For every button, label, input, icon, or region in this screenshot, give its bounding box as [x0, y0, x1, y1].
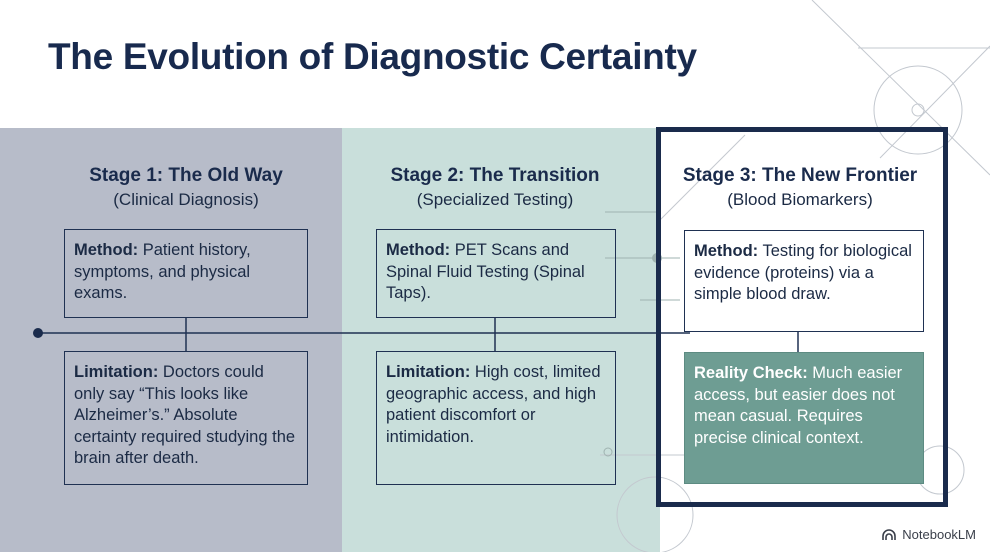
- stage-1-method-box: Method: Patient history, symptoms, and p…: [64, 229, 308, 318]
- stage-3-method-box: Method: Testing for biological evidence …: [684, 230, 924, 332]
- stage-3-highlight-frame: [656, 127, 948, 507]
- stage-1-subtitle: (Clinical Diagnosis): [113, 190, 259, 209]
- limitation-label: Limitation:: [386, 363, 471, 381]
- reality-check-label: Reality Check:: [694, 364, 808, 382]
- page-title: The Evolution of Diagnostic Certainty: [48, 36, 697, 77]
- stage-2-subtitle: (Specialized Testing): [416, 190, 574, 209]
- stage-3-heading: Stage 3: The New Frontier (Blood Biomark…: [660, 165, 940, 210]
- stage-1-limitation-box: Limitation: Doctors could only say “This…: [64, 351, 308, 485]
- stage-2-limitation-box: Limitation: High cost, limited geographi…: [376, 351, 616, 485]
- notebooklm-brand: NotebookLM: [881, 527, 976, 542]
- limitation-text: High cost, limited geographic access, an…: [386, 363, 601, 446]
- method-text: Patient history, symptoms, and physical …: [74, 241, 251, 302]
- method-label: Method:: [386, 241, 451, 259]
- stage-2-title: Stage 2: The Transition: [390, 165, 600, 186]
- method-label: Method:: [694, 242, 759, 260]
- stage-1-heading: Stage 1: The Old Way (Clinical Diagnosis…: [36, 165, 336, 210]
- stage-2-panel: [342, 128, 660, 552]
- stage-3-subtitle: (Blood Biomarkers): [727, 190, 873, 209]
- stage-2-heading: Stage 2: The Transition (Specialized Tes…: [345, 165, 645, 210]
- stage-3-reality-check-box: Reality Check: Much easier access, but e…: [684, 352, 924, 484]
- stage-1-panel: [0, 128, 342, 552]
- reality-check-text: Much easier access, but easier does not …: [694, 364, 903, 447]
- method-label: Method:: [74, 241, 139, 259]
- brand-label: NotebookLM: [902, 527, 976, 542]
- method-text: Testing for biological evidence (protein…: [694, 242, 912, 303]
- stage-3-title: Stage 3: The New Frontier: [682, 165, 918, 186]
- limitation-text: Doctors could only say “This looks like …: [74, 363, 296, 467]
- limitation-label: Limitation:: [74, 363, 159, 381]
- method-text: PET Scans and Spinal Fluid Testing (Spin…: [386, 241, 585, 302]
- notebooklm-logo-icon: [882, 528, 897, 540]
- stage-1-title: Stage 1: The Old Way: [89, 165, 283, 186]
- stage-2-method-box: Method: PET Scans and Spinal Fluid Testi…: [376, 229, 616, 318]
